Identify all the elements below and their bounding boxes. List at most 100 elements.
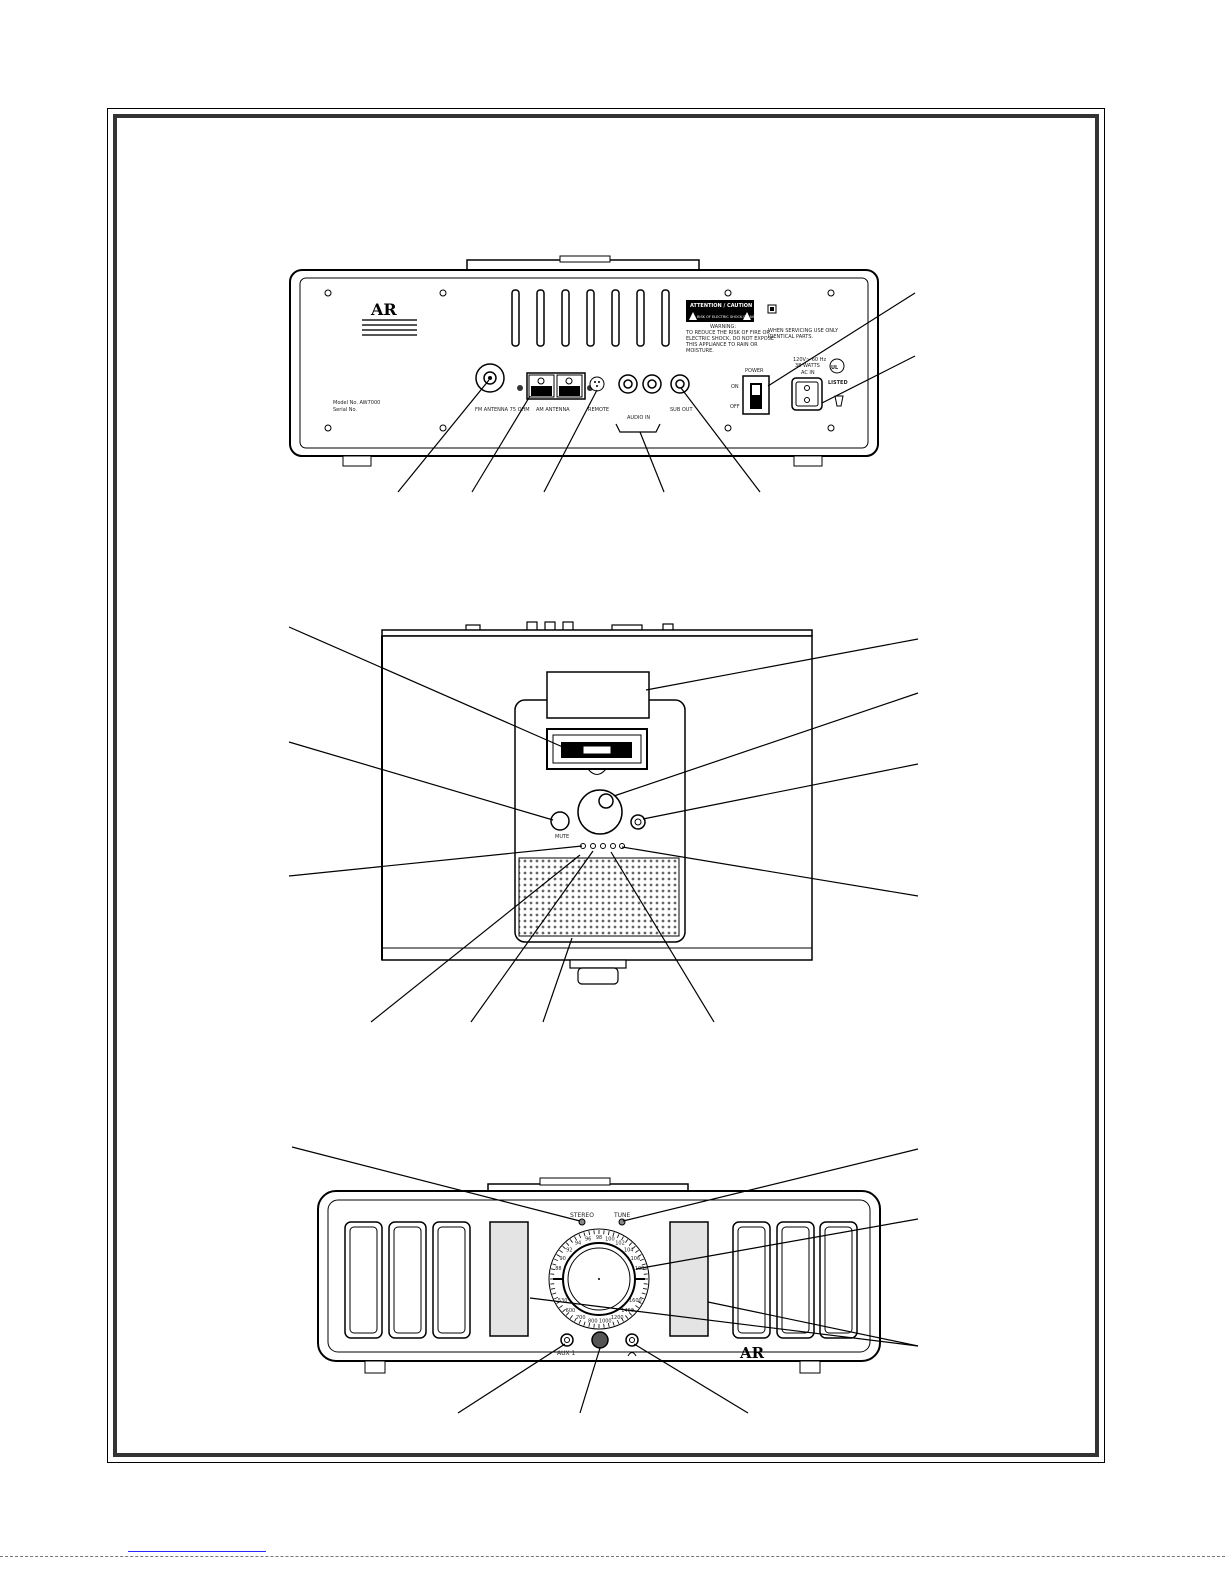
off-label: OFF <box>730 404 740 410</box>
dial-tick <box>578 1319 582 1324</box>
dial-tick <box>612 1232 615 1237</box>
model-label: Model No. AW7000 <box>333 400 380 406</box>
dial-tick <box>559 1249 563 1253</box>
front-logo: AR <box>739 1344 765 1362</box>
dial-tick <box>588 1322 591 1328</box>
dial-tick <box>621 1236 624 1241</box>
dial-tick <box>607 1230 610 1236</box>
fm-scale-label-5: 98 <box>596 1235 602 1241</box>
dial-tick <box>641 1292 646 1295</box>
dial-tick <box>559 1305 563 1309</box>
am-scale-label-6: 1400 <box>621 1308 634 1314</box>
dial-tick <box>632 1245 636 1250</box>
audio-in-label: AUDIO IN <box>627 415 650 421</box>
caution-sub: RISK OF ELECTRIC SHOCK DO NOT OPEN <box>697 315 769 319</box>
ac-in-label: AC IN <box>801 370 815 376</box>
dial-tick <box>583 1232 586 1237</box>
dial-tick <box>574 1317 577 1322</box>
dial-tick <box>621 1317 624 1322</box>
front-callout-lines <box>291 1146 919 1414</box>
fm-scale-label-6: 100 <box>605 1236 615 1242</box>
page-frame-outer <box>107 108 1105 1463</box>
side-view: MUTE <box>381 621 813 985</box>
service-line-2: IDENTICAL PARTS. <box>768 334 813 340</box>
dial-tick <box>578 1234 582 1239</box>
dial-tick <box>639 1258 644 1262</box>
dial-tick <box>616 1234 620 1239</box>
dial-tick <box>628 1242 633 1246</box>
dial-tick <box>616 1319 620 1324</box>
dial-tick <box>628 1312 633 1316</box>
dial-tick <box>565 1242 570 1246</box>
dial-tick <box>552 1263 557 1266</box>
sub-out-label: SUB OUT <box>670 407 693 413</box>
rear-logo: AR <box>370 300 397 319</box>
warning-line-2: ELECTRIC SHOCK, DO NOT EXPOSE <box>686 336 774 342</box>
am-scale-label-7: 1600 <box>629 1298 642 1304</box>
am-scale-label-3: 800 <box>588 1319 598 1325</box>
fm-scale-label-1: 90 <box>559 1256 565 1262</box>
side-callout-lines <box>288 626 919 1023</box>
dial-tick <box>637 1254 642 1257</box>
page-link-underline <box>128 1551 266 1552</box>
fm-scale-label-8: 104 <box>624 1247 634 1253</box>
listed-label: LISTED <box>828 380 848 386</box>
watts-label: 38 WATTS <box>795 363 820 369</box>
dial-tick <box>556 1254 561 1257</box>
page-frame-inner <box>113 114 1099 1457</box>
warning-title: WARNING: <box>710 324 736 330</box>
dial-tick <box>569 1315 573 1319</box>
power-label: POWER <box>745 368 764 374</box>
am-scale-label-5: 1200 <box>611 1315 624 1321</box>
tune-label: TUNE <box>613 1212 631 1219</box>
aux-label: AUX 1 <box>557 1350 576 1357</box>
rear-callout-lines <box>397 292 916 493</box>
dial-tick <box>639 1296 644 1300</box>
fm-scale-label-7: 102 <box>615 1241 625 1247</box>
fm-scale-label-10: 108 <box>635 1266 645 1272</box>
am-scale-label-0: 530 <box>558 1298 568 1304</box>
dial-tick <box>554 1296 559 1300</box>
dial-tick <box>607 1322 610 1328</box>
dial-tick <box>565 1312 570 1316</box>
stereo-label: STEREO <box>570 1212 594 1219</box>
dial-tick <box>642 1287 648 1290</box>
remote-label: REMOTE <box>588 407 609 413</box>
dial-tick <box>625 1239 629 1243</box>
dial-tick <box>642 1268 648 1271</box>
dial-tick <box>612 1321 615 1326</box>
dial-tick <box>550 1268 556 1271</box>
svg-text:MUTE: MUTE <box>555 834 569 840</box>
svg-text:UL: UL <box>831 365 839 371</box>
am-scale-label-1: 600 <box>566 1308 576 1314</box>
on-label: ON <box>731 384 739 390</box>
dial-tick <box>550 1287 556 1290</box>
fm-scale-label-2: 92 <box>566 1247 572 1253</box>
dial-tick <box>635 1305 639 1309</box>
dial-tick <box>569 1239 573 1243</box>
dial-tick <box>562 1245 566 1250</box>
dial-tick <box>637 1301 642 1304</box>
caution-header: ATTENTION / CAUTION <box>690 303 752 309</box>
fm-scale-label-4: 96 <box>585 1236 591 1242</box>
dial-tick <box>641 1263 646 1266</box>
am-scale-label-2: 700 <box>576 1315 586 1321</box>
fm-scale-label-3: 94 <box>575 1241 581 1247</box>
dial-tick <box>635 1249 639 1253</box>
dial-tick <box>588 1230 591 1236</box>
service-line-1: WHEN SERVICING USE ONLY <box>768 328 839 334</box>
dial-tick <box>625 1315 629 1319</box>
dial-tick <box>554 1258 559 1262</box>
dial-tick <box>574 1236 577 1241</box>
am-antenna-label: AM ANTENNA <box>536 407 570 413</box>
dial-tick <box>552 1292 557 1295</box>
warning-line-1: TO REDUCE THE RISK OF FIRE OR <box>685 330 770 336</box>
fm-scale-label-9: 106 <box>631 1256 641 1262</box>
am-scale-label-4: 1000 <box>599 1319 612 1325</box>
page-bottom-rule <box>0 1556 1225 1557</box>
fm-scale-label-0: 88 <box>555 1266 561 1272</box>
warning-line-4: MOISTURE. <box>686 348 714 354</box>
rear-view: AR Model No. AW7000 Serial No. ATTENTION… <box>289 255 879 467</box>
